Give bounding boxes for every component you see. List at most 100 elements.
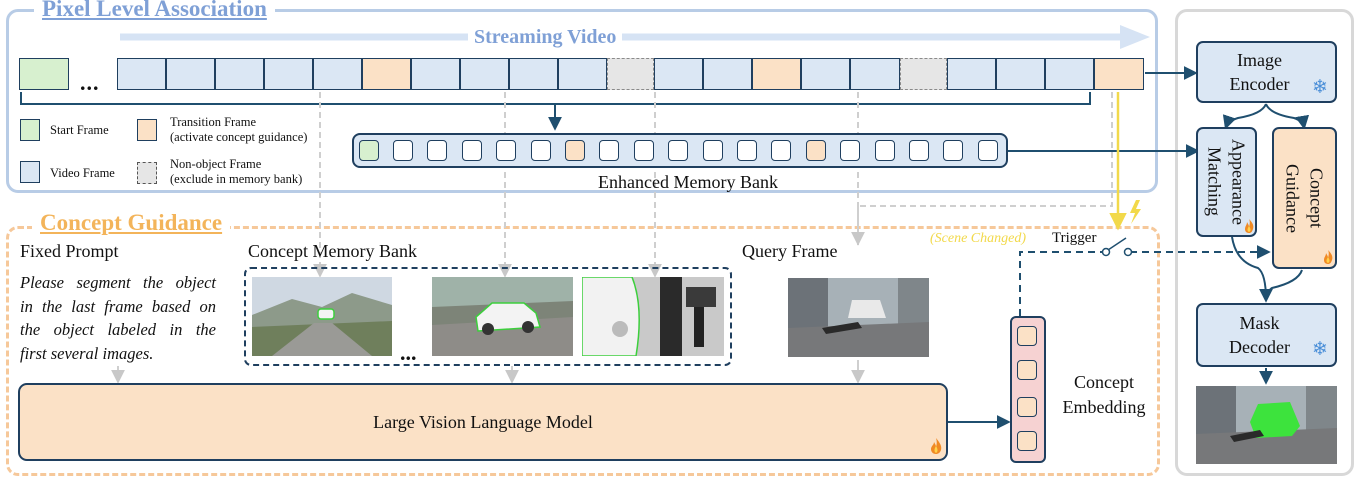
concept-guidance-panel — [6, 226, 1160, 476]
embedding-label-line2: Embedding — [1062, 397, 1146, 417]
video-frame — [215, 58, 264, 90]
output-mask-image — [1196, 386, 1337, 464]
fixed-prompt-text: Please segment the object in the last fr… — [20, 271, 216, 365]
concept-guidance-module: Concept Guidance — [1272, 127, 1337, 269]
memory-slot — [840, 140, 860, 161]
image-encoder: Image Encoder — [1196, 41, 1337, 103]
video-frame — [703, 58, 752, 90]
legend-start-label: Start Frame — [50, 123, 109, 137]
legend-nonobject-line2: (exclude in memory bank) — [170, 172, 303, 186]
memory-slot — [943, 140, 963, 161]
concept-line1: Concept — [1306, 168, 1327, 228]
lightning-icon — [1130, 200, 1141, 224]
memory-slot — [978, 140, 998, 161]
memory-slot — [737, 140, 757, 161]
legend-nonobject-label: Non-object Frame (exclude in memory bank… — [170, 157, 302, 187]
snowflake-icon: ❄ — [1312, 338, 1328, 360]
legend-transition-line2: (activate concept guidance) — [170, 130, 308, 144]
image-encoder-line2: Encoder — [1229, 74, 1290, 94]
concept-image-mountain-road — [252, 277, 392, 356]
embedding-cell — [1017, 431, 1037, 451]
streaming-video-label: Streaming Video — [468, 26, 623, 49]
mask-decoder-line1: Mask — [1239, 313, 1280, 333]
legend-video-label: Video Frame — [50, 166, 115, 180]
legend-transition-line1: Transition Frame — [170, 115, 256, 129]
transition-frame — [1094, 58, 1144, 90]
frame-ellipsis: ... — [80, 70, 100, 95]
appearance-matching: Appearance Matching — [1196, 127, 1257, 237]
legend-nonobject-swatch — [137, 162, 157, 184]
video-frame — [313, 58, 362, 90]
embedding-cell — [1017, 397, 1037, 417]
query-frame-image — [788, 278, 929, 357]
model-panel — [1175, 9, 1354, 476]
prompt-line: in the last frame based on — [20, 296, 216, 316]
pixel-association-panel — [6, 9, 1158, 193]
video-frame — [166, 58, 215, 90]
concept-ellipsis: ... — [400, 340, 417, 365]
flame-icon — [928, 437, 944, 455]
video-frame — [460, 58, 509, 90]
query-frame-label: Query Frame — [742, 241, 838, 261]
legend-video-swatch — [20, 161, 40, 183]
scene-changed-label: (Scene Changed) — [930, 231, 1027, 246]
video-frame — [654, 58, 703, 90]
memory-slot — [634, 140, 654, 161]
memory-slot — [771, 140, 791, 161]
transition-frame — [362, 58, 411, 90]
mask-decoder-line2: Decoder — [1229, 337, 1290, 357]
embedding-cell — [1017, 326, 1037, 346]
transition-frame — [752, 58, 801, 90]
video-frame — [411, 58, 460, 90]
memory-slot — [496, 140, 516, 161]
appearance-line1: Appearance — [1228, 139, 1249, 225]
video-frame — [558, 58, 607, 90]
lvlm-label: Large Vision Language Model — [373, 412, 593, 432]
embedding-cell — [1017, 360, 1037, 380]
memory-slot — [393, 140, 413, 161]
legend-nonobject-line1: Non-object Frame — [170, 157, 262, 171]
concept-guidance-title: Concept Guidance — [32, 210, 231, 236]
flame-icon — [1242, 218, 1256, 234]
video-frame — [1045, 58, 1094, 90]
memory-slot — [806, 140, 826, 161]
legend-transition-swatch — [137, 119, 157, 141]
video-frame — [117, 58, 166, 90]
memory-slot — [531, 140, 551, 161]
concept-image-car — [432, 277, 573, 356]
memory-slot — [668, 140, 688, 161]
prompt-line: Please segment the object — [20, 273, 216, 292]
legend-start-swatch — [20, 119, 40, 141]
snowflake-icon: ❄ — [1312, 76, 1328, 98]
video-frame — [801, 58, 850, 90]
flame-icon — [1321, 249, 1335, 265]
pixel-association-title: Pixel Level Association — [34, 0, 275, 22]
concept-memory-bank — [244, 267, 732, 366]
concept-memory-bank-label: Concept Memory Bank — [248, 241, 417, 261]
memory-slot — [599, 140, 619, 161]
memory-slot — [875, 140, 895, 161]
nonobject-frame — [607, 58, 654, 90]
nonobject-frame — [900, 58, 947, 90]
memory-slot — [427, 140, 447, 161]
legend-transition-label: Transition Frame (activate concept guida… — [170, 115, 307, 145]
large-vision-language-model: Large Vision Language Model — [18, 383, 948, 461]
memory-slot — [703, 140, 723, 161]
concept-embedding-label: Concept Embedding — [1052, 370, 1156, 420]
memory-slot — [359, 140, 379, 161]
memory-slot — [565, 140, 585, 161]
image-encoder-line1: Image — [1237, 50, 1282, 70]
fixed-prompt-label: Fixed Prompt — [20, 241, 119, 261]
concept-line2: Guidance — [1282, 163, 1303, 233]
video-frame — [850, 58, 900, 90]
prompt-line: the object labeled in the — [20, 320, 216, 339]
memory-slot — [462, 140, 482, 161]
appearance-line2: Matching — [1204, 147, 1225, 217]
video-frame — [947, 58, 996, 90]
video-frame — [509, 58, 558, 90]
video-frame — [264, 58, 313, 90]
memory-slot — [909, 140, 929, 161]
mask-decoder: Mask Decoder — [1196, 303, 1337, 367]
embedding-label-line1: Concept — [1074, 372, 1134, 392]
